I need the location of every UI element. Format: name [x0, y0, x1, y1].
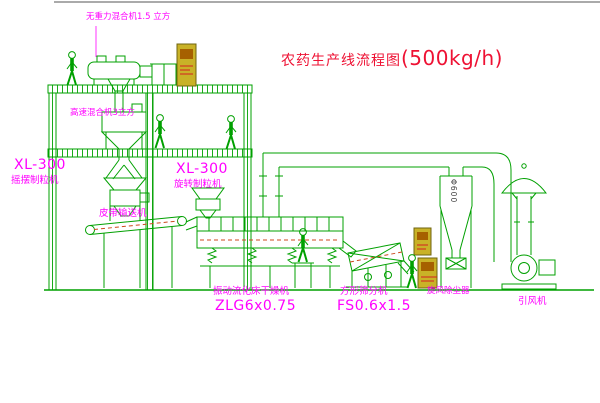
title-text: 农药生产线流程图: [281, 53, 401, 69]
worker-figure-roof: [65, 49, 79, 87]
pulley: [85, 225, 95, 235]
gravityless-mixer: [87, 55, 153, 112]
vibrator-motor: [364, 273, 372, 281]
building-structure: [44, 63, 594, 291]
pulley: [177, 216, 187, 226]
worker-figure-dryer: [296, 226, 310, 264]
cyclone-legs: [440, 210, 472, 288]
cabinet-text-marks: [180, 65, 193, 75]
vibration-springs: [206, 247, 338, 264]
column-right: [243, 92, 252, 291]
control-cabinet-roof: [176, 43, 197, 87]
y-branch-pipe: [105, 159, 143, 180]
label-granulator-mid-model: XL-300: [176, 161, 228, 177]
label-dryer-name: 振动流化床干燥机: [213, 286, 290, 297]
duct-elbow-down: [481, 152, 512, 262]
drawing-title: 农药生产线流程图(500kg/h): [281, 46, 503, 70]
sieve-screen: [349, 251, 403, 263]
worker-figure-sieve: [405, 252, 419, 290]
high-speed-mixer: [100, 103, 148, 180]
cabinet-text-marks: [417, 244, 428, 250]
fluid-bed-dryer: [196, 216, 357, 288]
belt-conveyor: [85, 216, 198, 288]
label-gravityless-mixer: 无重力混合机1.5 立方: [86, 12, 171, 22]
label-granulator-left-name: 摇摆制粒机: [11, 175, 59, 186]
cabinet-screen: [180, 49, 193, 59]
granulator-motor: [139, 192, 150, 203]
induced-draft-fan: [501, 254, 557, 290]
column-middle: [145, 92, 154, 291]
rain-cap: [500, 163, 548, 200]
riser-duct: [262, 153, 280, 217]
label-sieve-name: 方形筛分机: [340, 286, 388, 297]
label-granulator-mid-name: 旋转制粒机: [174, 179, 222, 190]
down-pipe: [114, 91, 124, 112]
cyclone-separator: [439, 167, 473, 288]
granulator-left: [102, 177, 150, 221]
fan-motor: [538, 259, 556, 276]
label-sieve-model: FS0.6x1.5: [337, 298, 412, 314]
exhaust-stack: [500, 163, 548, 255]
mixer-motor: [139, 65, 153, 78]
cabinet-screen: [421, 262, 434, 271]
label-granulator-left-model: XL-300: [14, 157, 66, 173]
vibrator-motor: [384, 271, 392, 279]
roof-slab: [47, 84, 253, 94]
square-sieve: [346, 242, 415, 288]
duct-flanges: [259, 175, 283, 197]
worker-figure-floor-right: [224, 113, 238, 151]
dryer-base: [200, 265, 340, 288]
label-fan: 引风机: [518, 296, 547, 307]
control-cabinet-lower: [417, 257, 438, 289]
label-dryer-model: ZLG6x0.75: [215, 298, 297, 314]
title-capacity: (500kg/h): [401, 46, 503, 70]
control-cabinet-upper: [413, 227, 432, 256]
cyclone-diameter-dimension: Φ600: [449, 179, 458, 204]
fan-base: [501, 283, 557, 290]
exhaust-duct: [259, 152, 512, 262]
operator-platform: [292, 262, 314, 288]
label-cyclone: 旋风除尘器: [427, 286, 470, 296]
feed-chute: [185, 216, 198, 231]
rotary-valve: [445, 257, 467, 270]
discharge-chute: [338, 240, 357, 258]
roof-handrail: [150, 63, 177, 85]
cabinet-screen: [417, 232, 428, 240]
cabinet-text-marks: [421, 276, 437, 282]
label-belt-conveyor: 皮带输送机: [99, 208, 147, 219]
column-left: [48, 92, 57, 291]
label-high-speed-mixer: 高速混合机3立方: [70, 108, 135, 118]
granulator-mid: [191, 187, 225, 219]
worker-figure-floor-left: [153, 112, 167, 150]
